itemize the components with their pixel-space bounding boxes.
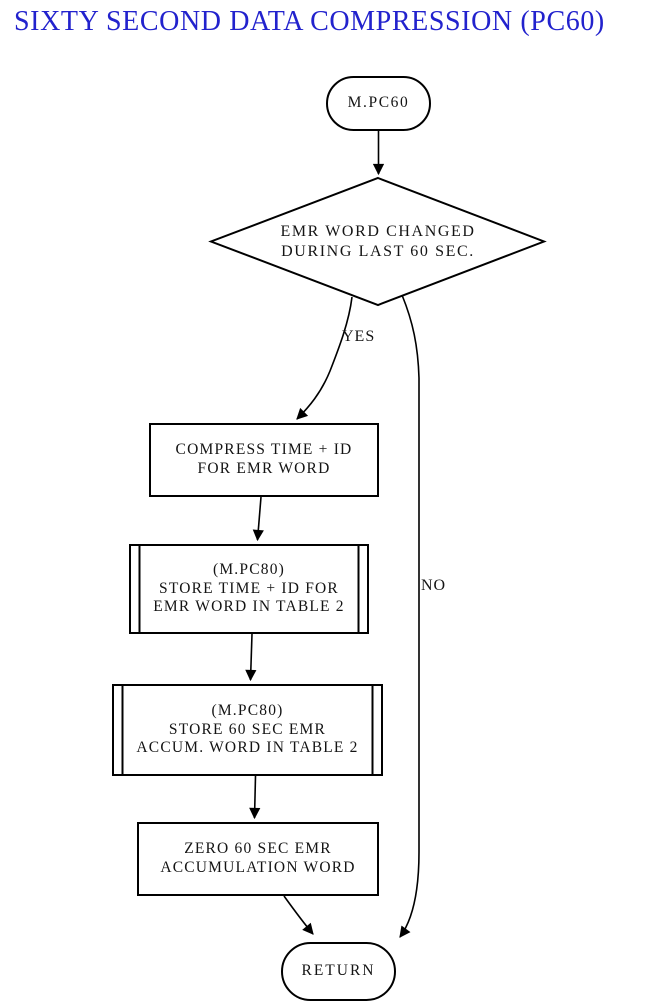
edge-yes-decision-to-compress — [296, 296, 353, 420]
edge-store-accum-to-zero — [249, 775, 261, 820]
edge-no-decision-to-return — [399, 294, 420, 938]
store-accum-predefined-shape — [112, 684, 383, 776]
decision-diamond-shape — [208, 176, 547, 307]
edge-zero-to-return — [283, 895, 314, 935]
edge-compress-to-store-id — [252, 496, 264, 542]
compress-process-shape — [149, 423, 379, 497]
end-terminator-shape — [281, 942, 396, 1001]
store-id-predefined-shape — [129, 544, 369, 634]
zero-word-process-shape — [137, 822, 379, 896]
edge-store-id-to-store-accum — [245, 633, 257, 682]
page-title: SIXTY SECOND DATA COMPRESSION (PC60) — [14, 6, 605, 37]
start-terminator-shape — [326, 76, 431, 131]
